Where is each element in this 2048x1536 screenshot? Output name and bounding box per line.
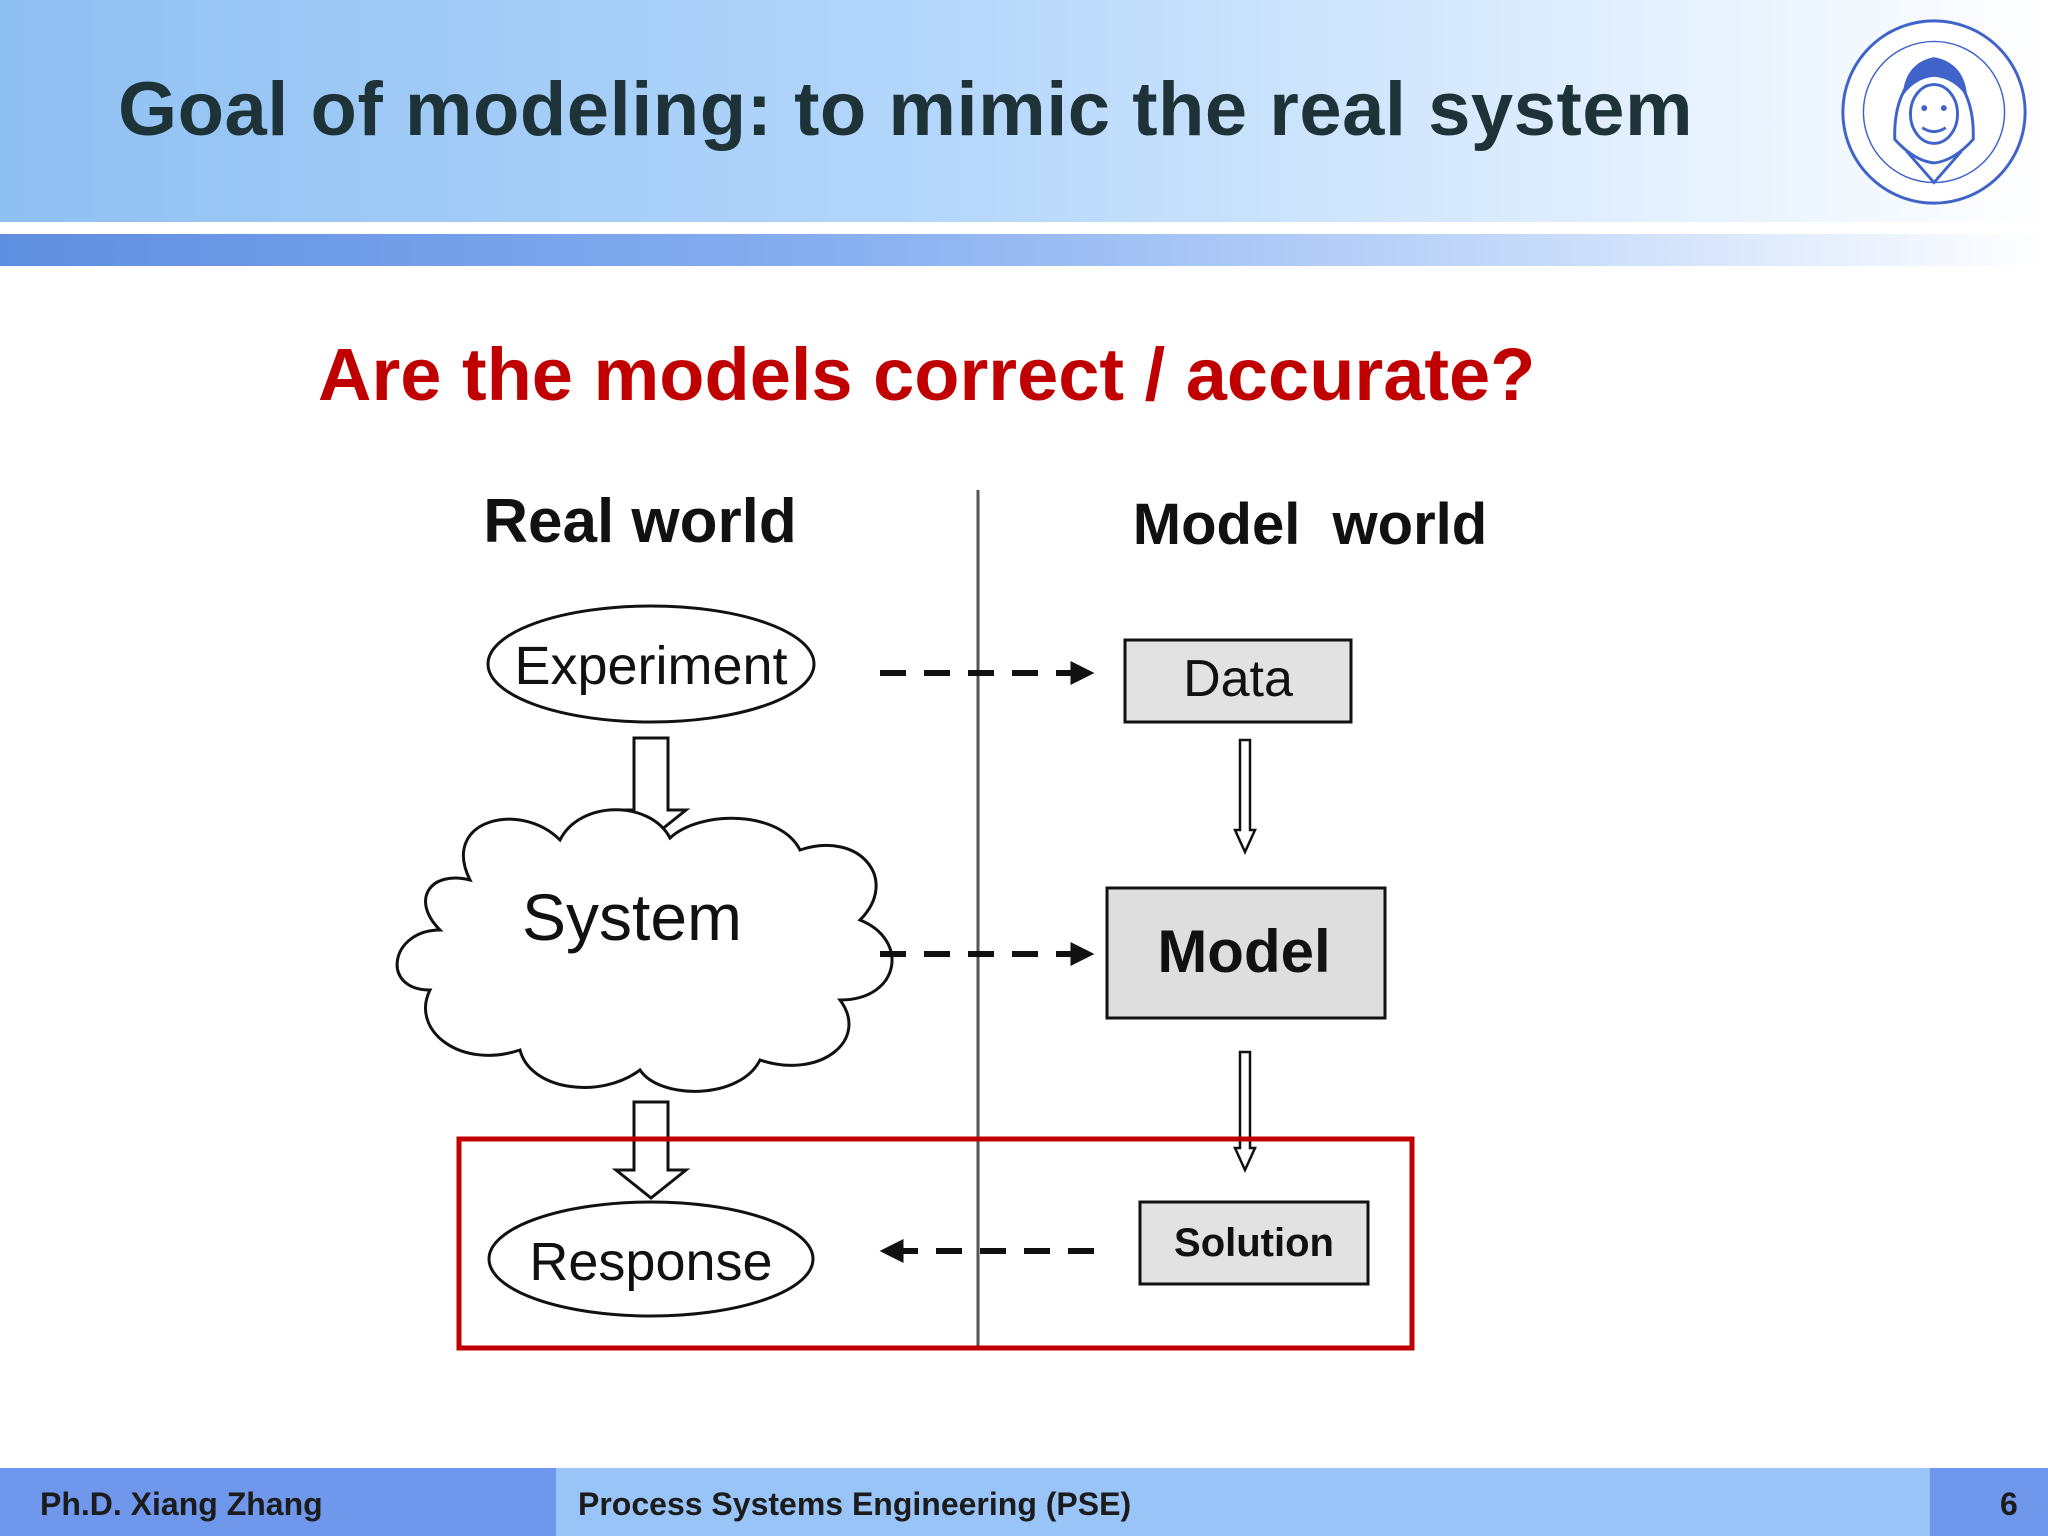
question-heading: Are the models correct / accurate? xyxy=(318,333,1536,416)
data-node xyxy=(1123,638,1353,724)
footer-bar: Ph.D. Xiang Zhang Process Systems Engine… xyxy=(0,1468,2048,1536)
footer-page-number: 6 xyxy=(2000,1486,2018,1522)
solution-label: Solution xyxy=(1174,1221,1334,1265)
footer-author: Ph.D. Xiang Zhang xyxy=(40,1486,323,1522)
system-label: System xyxy=(522,880,742,954)
experiment-label: Experiment xyxy=(514,636,787,696)
slide-title: Goal of modeling: to mimic the real syst… xyxy=(118,67,1694,152)
model-label: Model xyxy=(1157,918,1330,985)
system-cloud-node xyxy=(395,808,894,1093)
header-rule xyxy=(0,234,2048,266)
footer-author-panel: Ph.D. Xiang Zhang xyxy=(0,1468,556,1536)
solution-node xyxy=(1138,1200,1370,1286)
highlight-comparison-box xyxy=(456,1136,1415,1351)
response-label: Response xyxy=(529,1232,772,1292)
data-label: Data xyxy=(1183,650,1293,708)
response-node xyxy=(487,1200,815,1318)
footer-course-panel: Process Systems Engineering (PSE) xyxy=(556,1468,1930,1536)
model-world-heading: Model world xyxy=(1133,492,1487,557)
system-to-response-arrow xyxy=(611,1100,691,1200)
model-to-solution-arrow xyxy=(1233,1050,1257,1174)
model-node xyxy=(1105,886,1387,1020)
real-world-heading: Real world xyxy=(483,487,797,556)
university-seal-logo xyxy=(1841,19,2027,205)
footer-page-panel: 6 xyxy=(1930,1468,2048,1536)
footer-course: Process Systems Engineering (PSE) xyxy=(578,1486,1132,1522)
header-band xyxy=(0,0,2048,222)
experiment-node xyxy=(486,604,816,724)
header-separator xyxy=(0,222,2048,234)
data-to-model-arrow xyxy=(1233,738,1257,856)
